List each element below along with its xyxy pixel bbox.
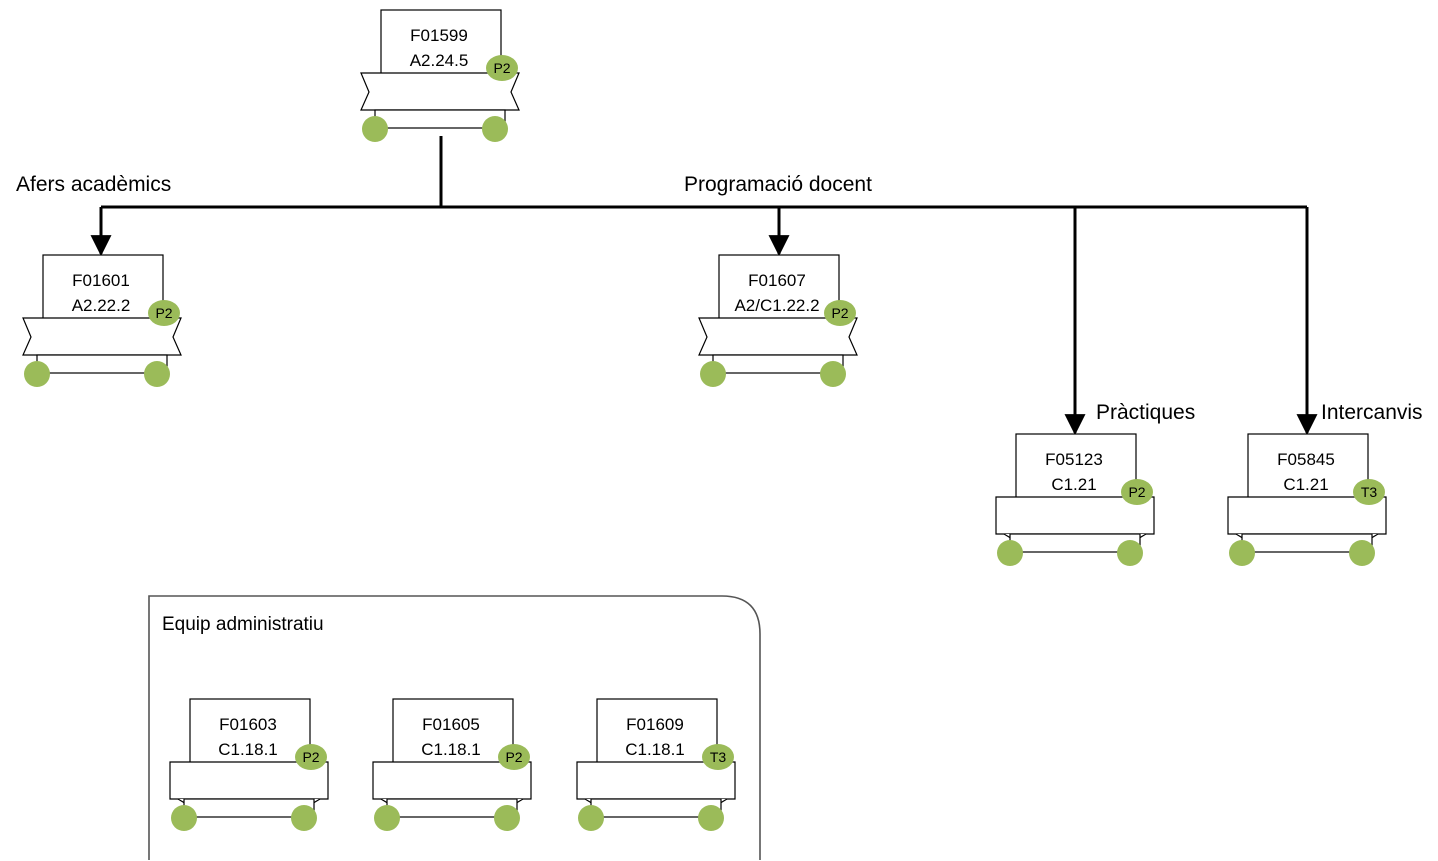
node-badge-label: P2	[155, 305, 172, 321]
node-level: C1.18.1	[421, 740, 481, 759]
wheel-right-icon	[482, 116, 508, 142]
wheel-right-icon	[494, 805, 520, 831]
node-level: A2.22.2	[72, 296, 131, 315]
node-badge	[148, 300, 180, 326]
node-code: F05123	[1045, 450, 1103, 469]
node-tray	[1227, 496, 1387, 535]
node-level: A2/C1.22.2	[734, 296, 819, 315]
wheel-left-icon	[1229, 540, 1255, 566]
wheel-right-icon	[1349, 540, 1375, 566]
node-badge-label: P2	[1128, 484, 1145, 500]
connectors	[90, 136, 1318, 436]
node-badge-label: P2	[302, 749, 319, 765]
label-intercanvis: Intercanvis	[1321, 401, 1423, 424]
label-programacio-docent: Programació docent	[684, 173, 872, 196]
node-tray	[22, 317, 182, 356]
wheel-left-icon	[362, 116, 388, 142]
node-badge-label: T3	[1361, 484, 1378, 500]
node-card	[392, 698, 514, 764]
node-badge	[1353, 479, 1385, 505]
node-card	[718, 254, 840, 320]
node-card	[1247, 433, 1369, 499]
wheel-right-icon	[820, 361, 846, 387]
group-frame	[148, 595, 761, 860]
node-tray	[576, 761, 736, 800]
node-code: F01607	[748, 271, 806, 290]
node-badge-label: P2	[505, 749, 522, 765]
node-code: F01609	[626, 715, 684, 734]
group-equip-administratiu: Equip administratiu	[148, 595, 761, 860]
wheel-left-icon	[578, 805, 604, 831]
node-badge-label: T3	[710, 749, 727, 765]
node-tray	[372, 761, 532, 800]
node-tray	[995, 496, 1155, 535]
node-code: F01605	[422, 715, 480, 734]
wheel-left-icon	[24, 361, 50, 387]
node-badge-label: P2	[493, 60, 510, 76]
node-card	[42, 254, 164, 320]
node-badge	[824, 300, 856, 326]
node-tray	[360, 72, 520, 111]
node-code: F01603	[219, 715, 277, 734]
node-level: A2.24.5	[410, 51, 469, 70]
node-level: C1.18.1	[218, 740, 278, 759]
node-tray	[698, 317, 858, 356]
node-badge	[486, 55, 518, 81]
node-level: C1.18.1	[625, 740, 685, 759]
node-card	[380, 9, 502, 75]
wheel-left-icon	[700, 361, 726, 387]
node-badge	[1121, 479, 1153, 505]
node-badge	[295, 744, 327, 770]
node-badge	[498, 744, 530, 770]
node-card	[1015, 433, 1137, 499]
node-level: C1.21	[1283, 475, 1328, 494]
wheel-right-icon	[1117, 540, 1143, 566]
wheel-left-icon	[374, 805, 400, 831]
node-badge	[702, 744, 734, 770]
group-title: Equip administratiu	[162, 614, 324, 635]
wheel-right-icon	[291, 805, 317, 831]
label-practiques: Pràctiques	[1096, 401, 1195, 424]
wheel-right-icon	[698, 805, 724, 831]
node-code: F01599	[410, 26, 468, 45]
label-afers-academics: Afers acadèmics	[16, 173, 171, 196]
wheel-left-icon	[171, 805, 197, 831]
node-code: F05845	[1277, 450, 1335, 469]
node-badge-label: P2	[831, 305, 848, 321]
node-level: C1.21	[1051, 475, 1096, 494]
node-code: F01601	[72, 271, 130, 290]
node-tray	[169, 761, 329, 800]
wheel-left-icon	[997, 540, 1023, 566]
wheel-right-icon	[144, 361, 170, 387]
